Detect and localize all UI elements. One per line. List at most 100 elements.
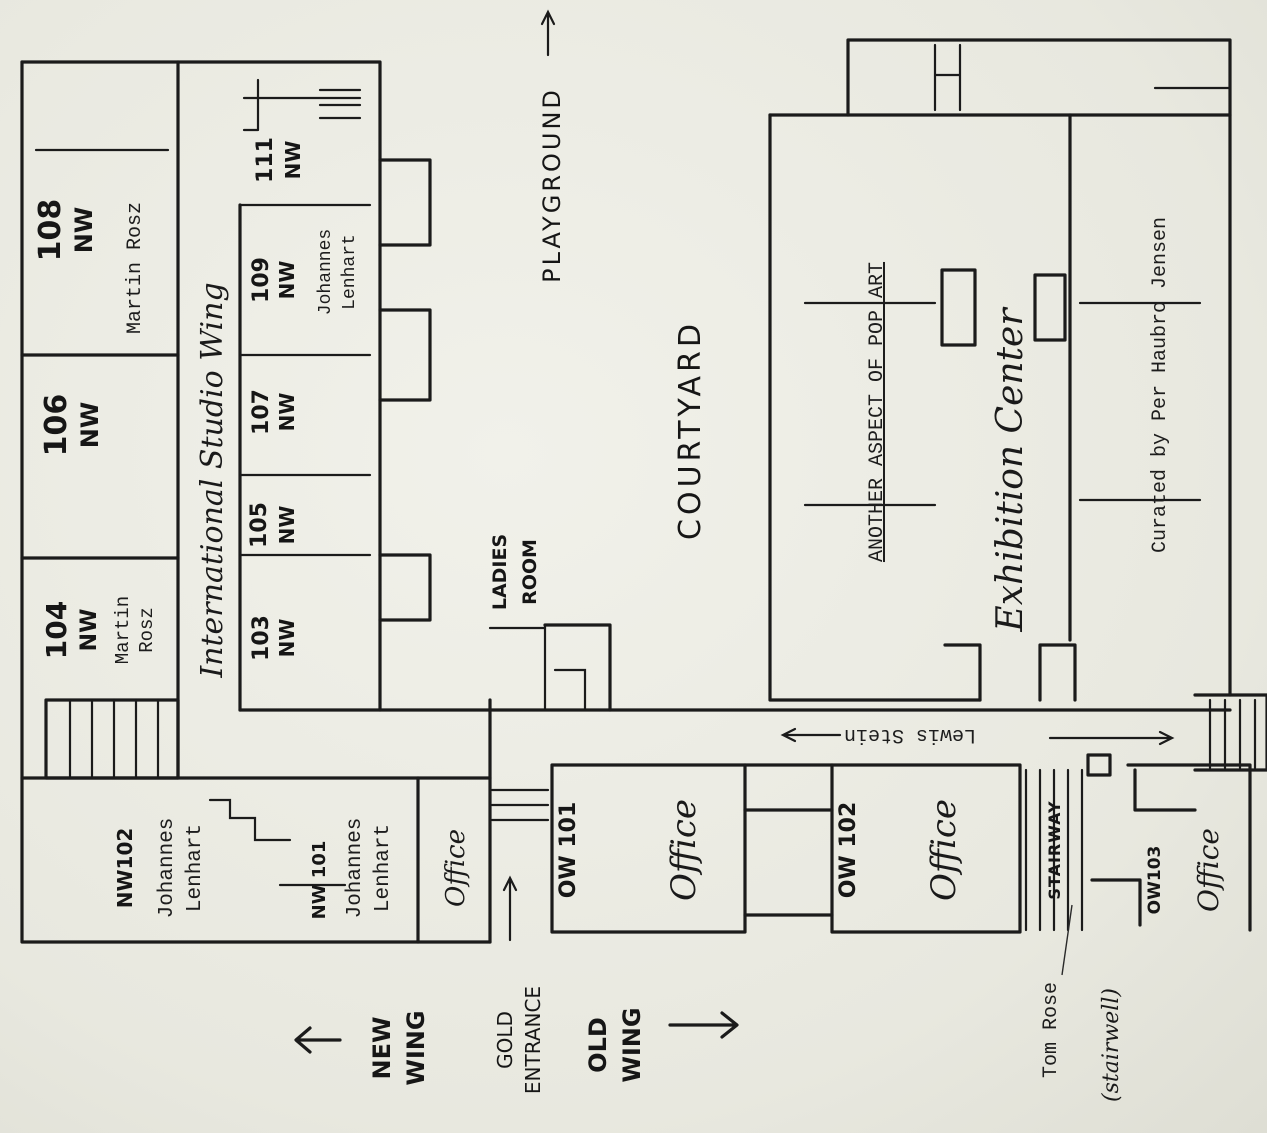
annex-mark: [933, 43, 962, 112]
old-wing-line1: OLD: [584, 1017, 612, 1073]
room-wing-104: NW: [77, 609, 102, 652]
ladies-room-label: LADIES ROOM: [489, 534, 541, 610]
ow102-walls: [830, 763, 1022, 934]
gold-line2: ENTRANCE: [521, 986, 545, 1094]
artist-104-line2: Rosz: [136, 607, 158, 653]
lewis-stein-label: Lewis Stein: [844, 723, 976, 746]
artist-109-line1: Johannes: [316, 229, 336, 315]
ow101-walls: [550, 763, 747, 934]
artist-109: Johannes Lenhart: [316, 229, 360, 315]
ladies-room-line1: LADIES: [489, 534, 511, 610]
artist-109-line2: Lenhart: [340, 234, 360, 310]
room-nw107: 107 NW: [249, 389, 299, 435]
new-wing-outer-wall: [20, 60, 492, 944]
room-label-nw101: NW 101: [309, 841, 330, 920]
artist-104-line1: Martin: [112, 596, 134, 664]
ow103-walls: [1090, 763, 1252, 932]
new-wing-arrow: [294, 1026, 342, 1054]
exhibition-west: [768, 113, 982, 702]
room-label-ow101: OW 101: [556, 802, 581, 899]
studio-room-dividers: [238, 203, 372, 557]
ladies-room-wall: [543, 623, 612, 712]
tom-rose-leader: [1061, 904, 1073, 976]
room-nw111: 111 NW: [253, 137, 305, 183]
pop-art-label: ANOTHER ASPECT OF POP ART: [866, 262, 889, 562]
artist-nw102-line2: Lenhart: [184, 824, 207, 912]
new-wing-line1: NEW: [368, 1017, 396, 1080]
tom-rose-label: Tom Rose: [1040, 982, 1063, 1078]
exhibition-annex: [846, 38, 1232, 117]
room-label-nw102: NW102: [113, 828, 137, 909]
new-wing-label: NEW WING: [368, 1010, 430, 1085]
stairway-label: STAIRWAY: [1045, 800, 1064, 899]
ladies-room-stall: [543, 623, 587, 712]
exhibition-center-label: Exhibition Center: [990, 307, 1031, 633]
studio-wing-label: International Studio Wing: [195, 282, 230, 678]
office-ow103-label: Office: [1192, 828, 1225, 912]
stair-treads-104: [68, 698, 160, 780]
alcove-3: [378, 553, 432, 622]
stairs-111: [242, 78, 362, 132]
room-number-111: 111: [253, 137, 278, 183]
office-ow102-label: Office: [924, 799, 964, 901]
room-nw103: 103 NW: [249, 615, 299, 661]
artist-nw102-line1: Johannes: [156, 818, 179, 919]
ow-connector: [743, 763, 834, 917]
artist-108: Martin Rosz: [124, 202, 147, 334]
room-nw109: 109 NW: [249, 257, 299, 303]
stairs-east-treads: [1208, 698, 1257, 770]
room-nw108: 108 NW: [33, 199, 98, 262]
artist-nw102: Johannes Lenhart: [156, 818, 207, 919]
gold-line1: GOLD: [493, 1011, 517, 1069]
artist-nw101-line2: Lenhart: [372, 824, 395, 912]
room-wing-111: NW: [281, 141, 305, 180]
old-wing-arrow: [668, 1011, 739, 1039]
exhibition-partitions: [803, 301, 1202, 507]
room-number-103: 103: [249, 615, 274, 661]
alcove-2: [378, 308, 432, 402]
lewis-stein-arrow-left: [780, 727, 842, 743]
room-number-108: 108: [33, 199, 68, 262]
office-nw-label: Office: [441, 829, 471, 907]
new-wing-top-wall: [20, 60, 382, 712]
gold-entrance-arrow: [502, 875, 518, 942]
artist-nw101-line1: Johannes: [344, 818, 367, 919]
old-wing-line2: WING: [618, 1007, 646, 1082]
room-nw105: 105 NW: [247, 502, 299, 548]
stairs-east: [1193, 693, 1267, 772]
room-number-107: 107: [249, 389, 274, 435]
stairway-post: [1086, 753, 1112, 777]
pillar-2: [1033, 273, 1067, 342]
playground-arrow: [540, 9, 556, 57]
office-ow101-label: Office: [664, 799, 704, 901]
room-wing-108: NW: [70, 207, 98, 254]
entrance-steps: [490, 788, 550, 822]
room-number-109: 109: [249, 257, 274, 303]
room-nw104: 104 NW Martin Rosz: [40, 596, 158, 664]
courtyard-label: COURTYARD: [673, 320, 708, 540]
ladies-room-line2: ROOM: [519, 539, 541, 605]
gold-entrance-label: GOLD ENTRANCE: [493, 986, 545, 1094]
curated-label: Curated by Per Haubro Jensen: [1149, 217, 1172, 553]
room-wing-106: NW: [76, 402, 104, 449]
old-wing-label: OLD WING: [584, 1007, 646, 1082]
stairwell-label: (stairwell): [1099, 988, 1124, 1102]
alcove-1: [378, 158, 432, 247]
stairway-treads: [1024, 768, 1084, 932]
lewis-stein-arrow-right: [1048, 730, 1175, 746]
room-number-106: 106: [39, 394, 74, 457]
room-wing-103: NW: [275, 619, 299, 658]
playground-label: PLAYGROUND: [538, 87, 566, 283]
room-label-ow103: OW103: [1145, 846, 1165, 915]
room-wing-107: NW: [275, 393, 299, 432]
room-nw106: 106 NW: [39, 394, 104, 457]
room-number-105: 105: [247, 502, 272, 548]
room-number-104: 104: [40, 601, 73, 659]
room-label-ow102: OW 102: [836, 802, 861, 899]
new-wing-line2: WING: [402, 1010, 430, 1085]
exhibition-entry: [943, 643, 1077, 702]
artist-nw101: Johannes Lenhart: [344, 818, 395, 919]
room-wing-109: NW: [275, 261, 299, 300]
walls: [20, 38, 1267, 944]
